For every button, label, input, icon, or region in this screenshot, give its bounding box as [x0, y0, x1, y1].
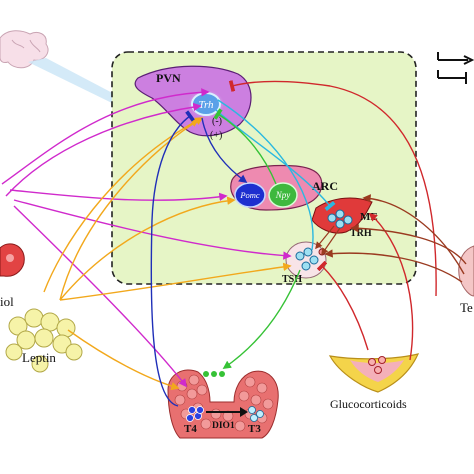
- npy-pathways: [213, 108, 301, 369]
- negative-feedback-pathways: [228, 80, 437, 361]
- me-label: ME: [360, 211, 378, 223]
- brain-icon: [0, 30, 49, 69]
- testosterone-label: Te: [460, 300, 473, 315]
- t3-label: T3: [248, 423, 261, 435]
- pituitary-tsh-cluster: [285, 241, 327, 279]
- testosterone-pathways: [324, 194, 467, 283]
- npy-node: Npy: [268, 182, 298, 208]
- estradiol-pathways: [1, 88, 292, 388]
- pomc-label: Pomc: [239, 190, 260, 200]
- estradiol-label: iol: [0, 294, 14, 309]
- thyroid-feedback-pathway: [150, 110, 248, 407]
- inhibition-bar-icon: [437, 70, 467, 84]
- circulating-hormone-dots: [203, 371, 225, 377]
- plus-sign-label: (+): [210, 130, 222, 141]
- trh-peptide-label: TRH: [350, 228, 372, 239]
- brain-zoom-beam: [28, 58, 122, 104]
- npy-label: Npy: [275, 190, 291, 200]
- dio1-conversion-arrow: [206, 407, 248, 417]
- leptin-pathways: [43, 117, 292, 391]
- trh-to-tsh-arrows: [315, 225, 341, 256]
- pvn-label: PVN: [156, 71, 181, 85]
- adrenal-icon: [328, 353, 420, 393]
- glucocorticoids-label: Glucocorticoids: [330, 397, 407, 411]
- tsh-label: TSH: [282, 274, 302, 285]
- legend: [437, 52, 474, 84]
- t4-label: T4: [184, 423, 197, 435]
- minus-sign-label: (-): [212, 116, 222, 127]
- pomc-node: Pomc: [234, 182, 266, 208]
- testis-icon: [458, 245, 474, 297]
- dio1-label: DIO1: [212, 421, 235, 431]
- ovary-icon: [0, 243, 25, 277]
- leptin-adipocytes: [5, 308, 83, 373]
- leptin-label: Leptin: [22, 350, 56, 365]
- arc-label: ARC: [312, 179, 338, 193]
- trh-gene-label: Trh: [198, 99, 214, 111]
- stimulation-arrow-icon: [437, 52, 474, 65]
